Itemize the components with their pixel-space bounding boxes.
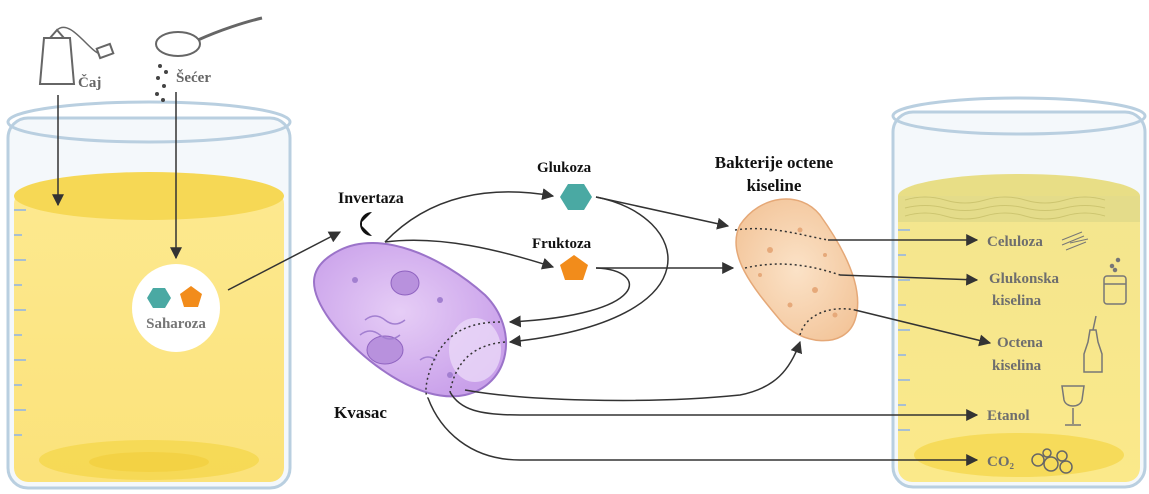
co2-label: CO₂: [987, 454, 1015, 470]
bacteria-label-line2: kiseline: [747, 176, 802, 195]
tea-label: Čaj: [78, 74, 101, 91]
yeast-label: Kvasac: [334, 403, 387, 422]
acetic-label-line2: kiselina: [992, 358, 1042, 374]
cellulose-label: Celuloza: [987, 234, 1043, 250]
invertase-label: Invertaza: [338, 190, 404, 207]
ethanol-label: Etanol: [987, 408, 1030, 424]
glucose-hexagon-icon: [560, 184, 592, 210]
sugar-label: Šećer: [176, 69, 211, 86]
ethanol-to-bacteria-arrow: [465, 342, 800, 400]
glucose-to-bacteria-arrow: [596, 197, 728, 226]
fructose-label: Fruktoza: [532, 236, 592, 252]
acetic-label-line1: Octena: [997, 335, 1043, 351]
sugar-spoon-icon: [155, 18, 262, 102]
gluconic-label-line1: Glukonska: [989, 271, 1060, 287]
sucrose-node: Saharoza: [132, 264, 220, 352]
fructose-pentagon-icon: [560, 255, 588, 280]
yeast-cell: [314, 243, 506, 396]
tea-bag-icon: [40, 27, 113, 84]
bacteria-label-line1: Bakterije octene: [715, 153, 834, 172]
glucose-label: Glukoza: [537, 160, 592, 176]
enzyme-pacman-icon: [360, 212, 372, 236]
acetic-acid-bacteria: [736, 199, 858, 341]
sucrose-label: Saharoza: [146, 316, 206, 332]
gluconic-label-line2: kiselina: [992, 293, 1042, 309]
invertase-to-glucose-arrow: [385, 192, 553, 242]
